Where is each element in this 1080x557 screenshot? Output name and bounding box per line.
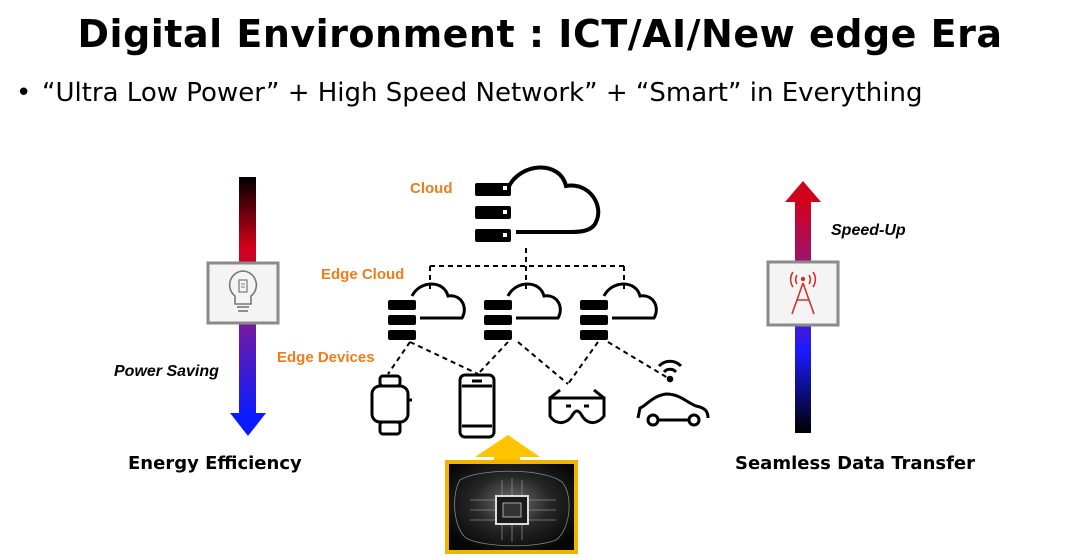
cloud-server-icon [475,165,601,242]
bullet-text: “Ultra Low Power” + High Speed Network” … [42,78,923,108]
edge-devices-label: Edge Devices [277,349,375,366]
edge-cloud-label: Edge Cloud [321,266,404,283]
speed-up-label: Speed-Up [831,222,906,239]
ai-chip-brain-icon [445,460,578,554]
page-title: Digital Environment : ICT/AI/New edge Er… [77,12,1003,56]
lightbulb-battery-icon [206,261,280,325]
smartwatch-icon [370,374,412,436]
connected-car-icon [636,359,710,427]
network-links [387,248,669,385]
energy-efficiency-label: Energy Efficiency [128,453,302,474]
cloud-label: Cloud [410,180,453,197]
edge-cloud-server-icon [388,282,466,340]
antenna-tower-icon [766,260,840,327]
edge-cloud-server-icon [484,282,562,340]
edge-cloud-server-icon [580,282,658,340]
power-saving-label: Power Saving [114,363,219,380]
bullet-line: • “Ultra Low Power” + High Speed Network”… [16,78,922,108]
smartphone-icon [458,373,496,439]
seamless-data-transfer-label: Seamless Data Transfer [735,453,975,474]
chip-to-device-arrow [475,435,540,464]
bullet-marker: • [16,78,32,108]
vr-glasses-icon [548,388,606,424]
